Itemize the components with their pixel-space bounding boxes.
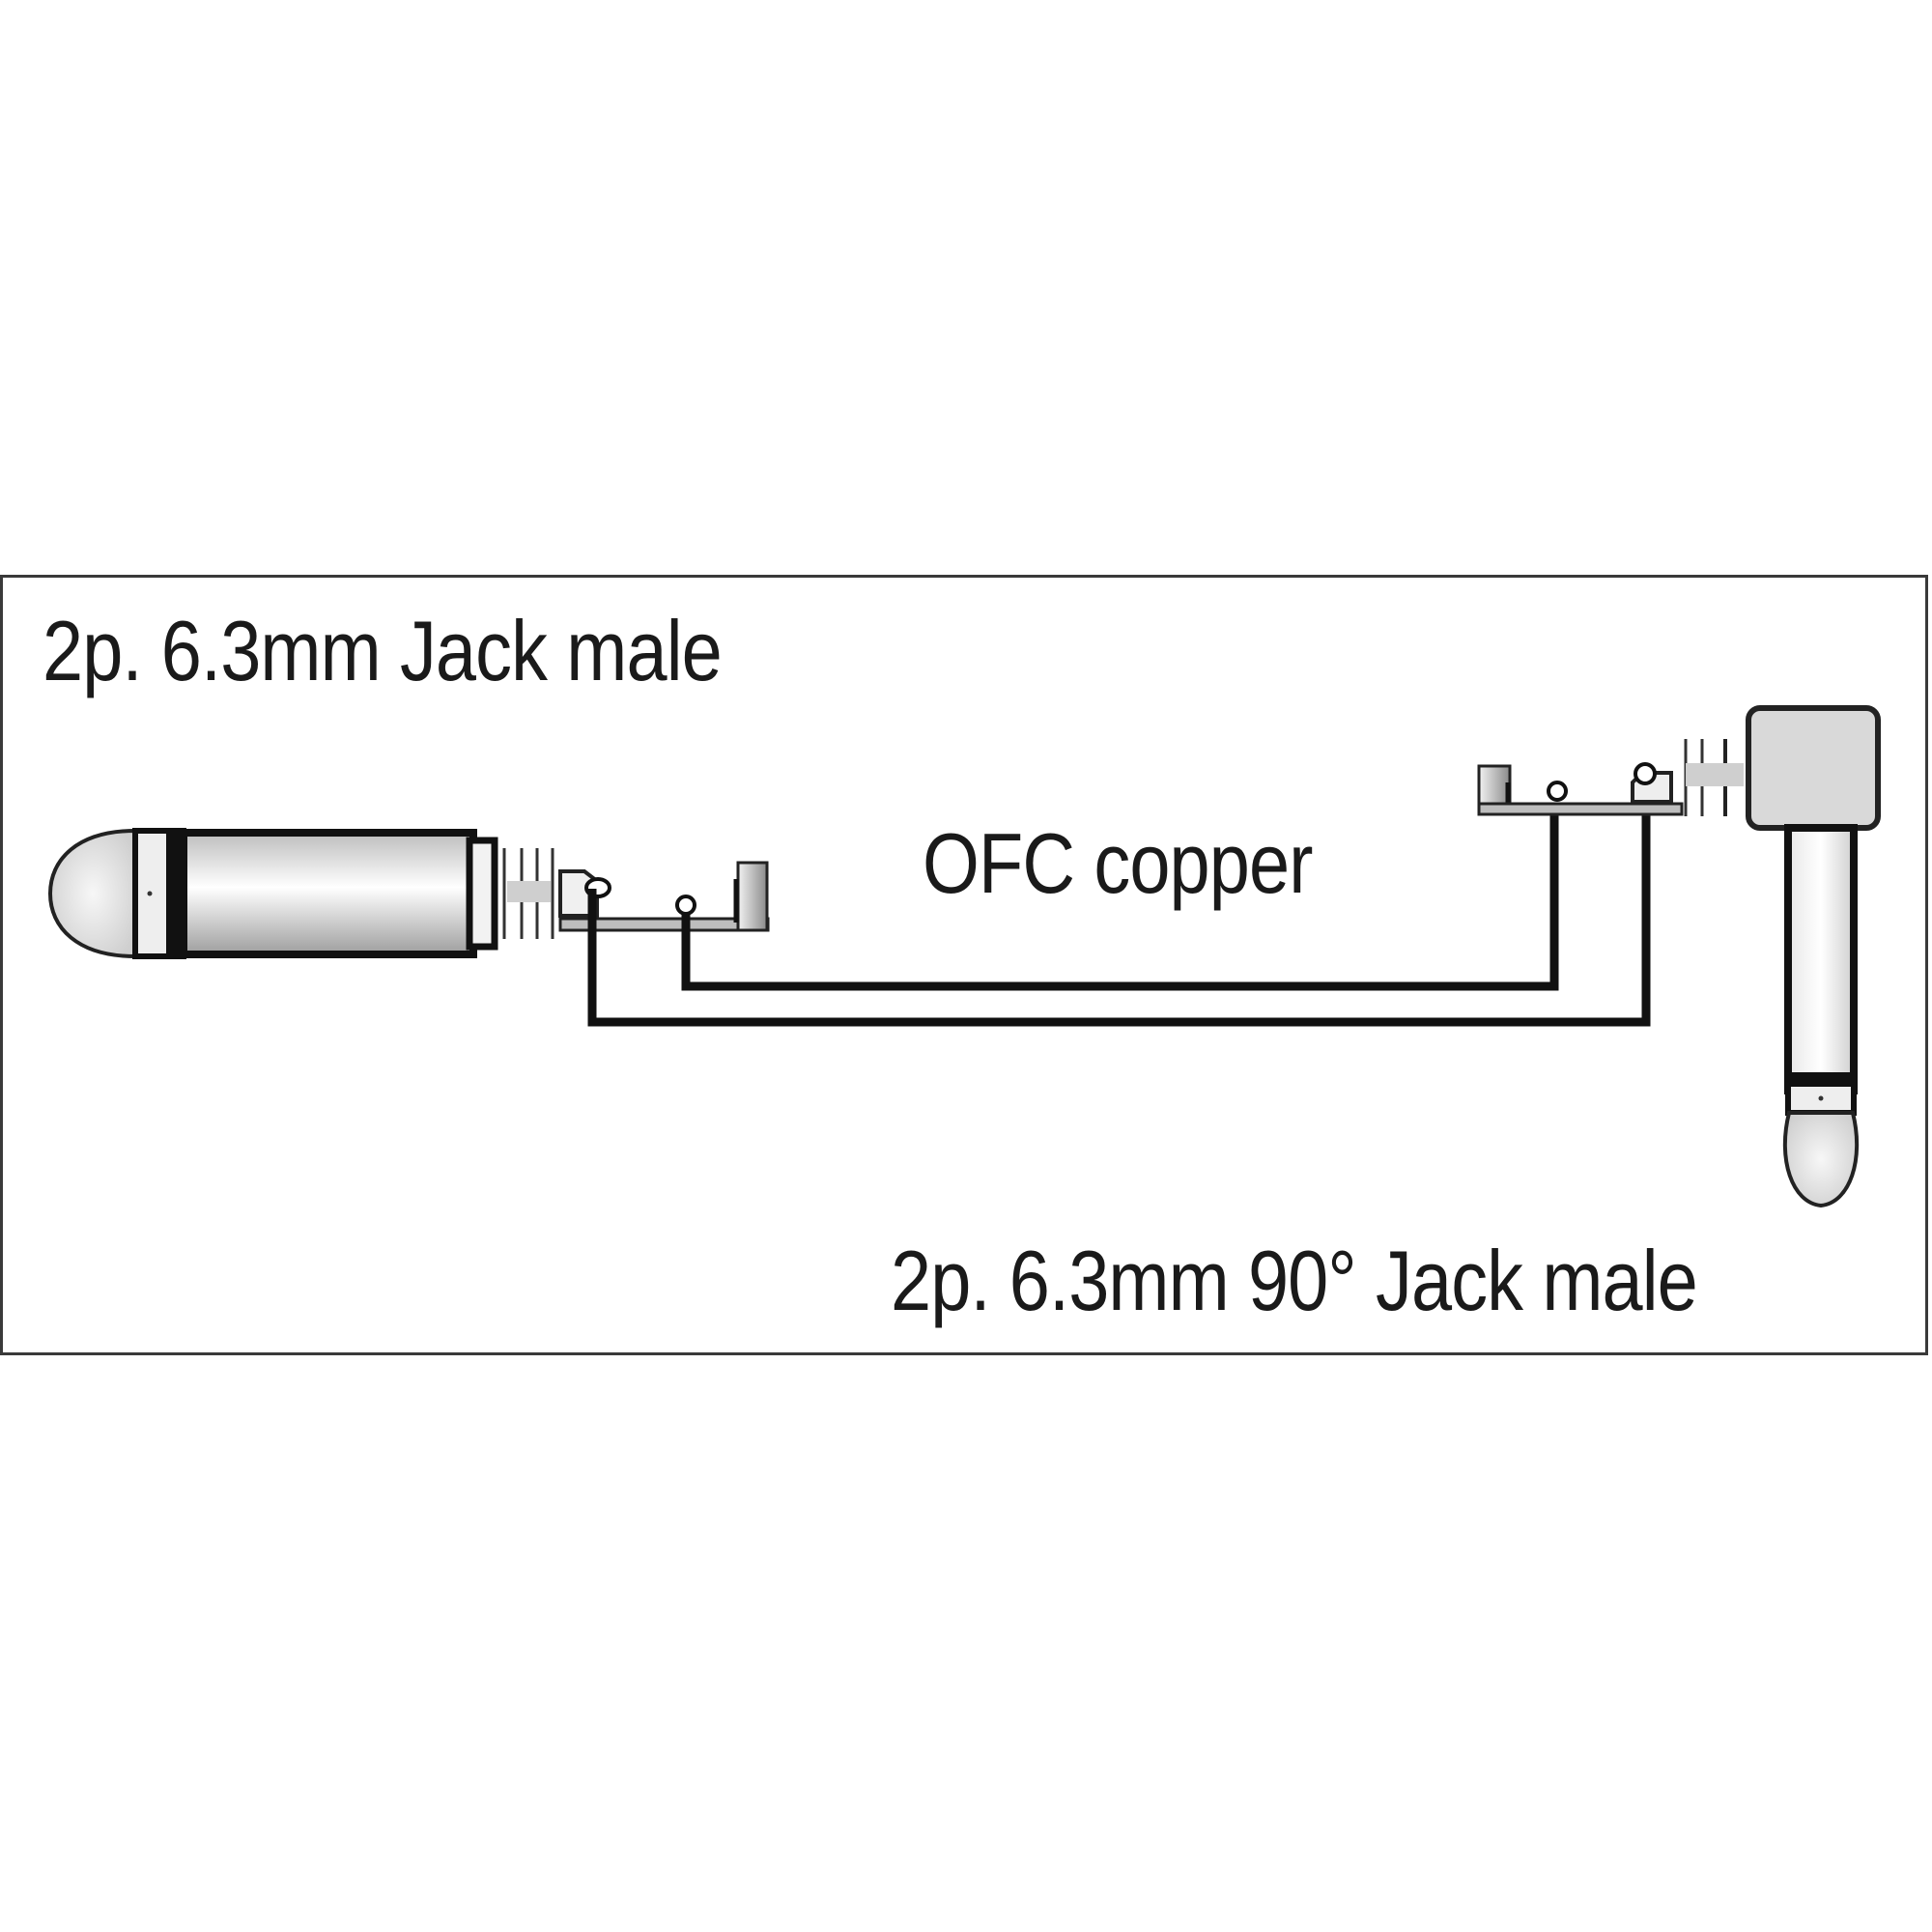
wire-tip bbox=[587, 811, 1651, 1027]
wire-sleeve bbox=[681, 811, 1559, 991]
right-angle-jack-plug-icon bbox=[1477, 705, 1881, 1208]
left-jack-plug-icon bbox=[47, 828, 770, 959]
diagram-frame bbox=[0, 575, 1928, 1355]
right-connector-label: 2p. 6.3mm 90° Jack male bbox=[891, 1233, 1698, 1328]
left-connector-label: 2p. 6.3mm Jack male bbox=[43, 603, 723, 698]
cable-label: OFC copper bbox=[923, 815, 1313, 911]
